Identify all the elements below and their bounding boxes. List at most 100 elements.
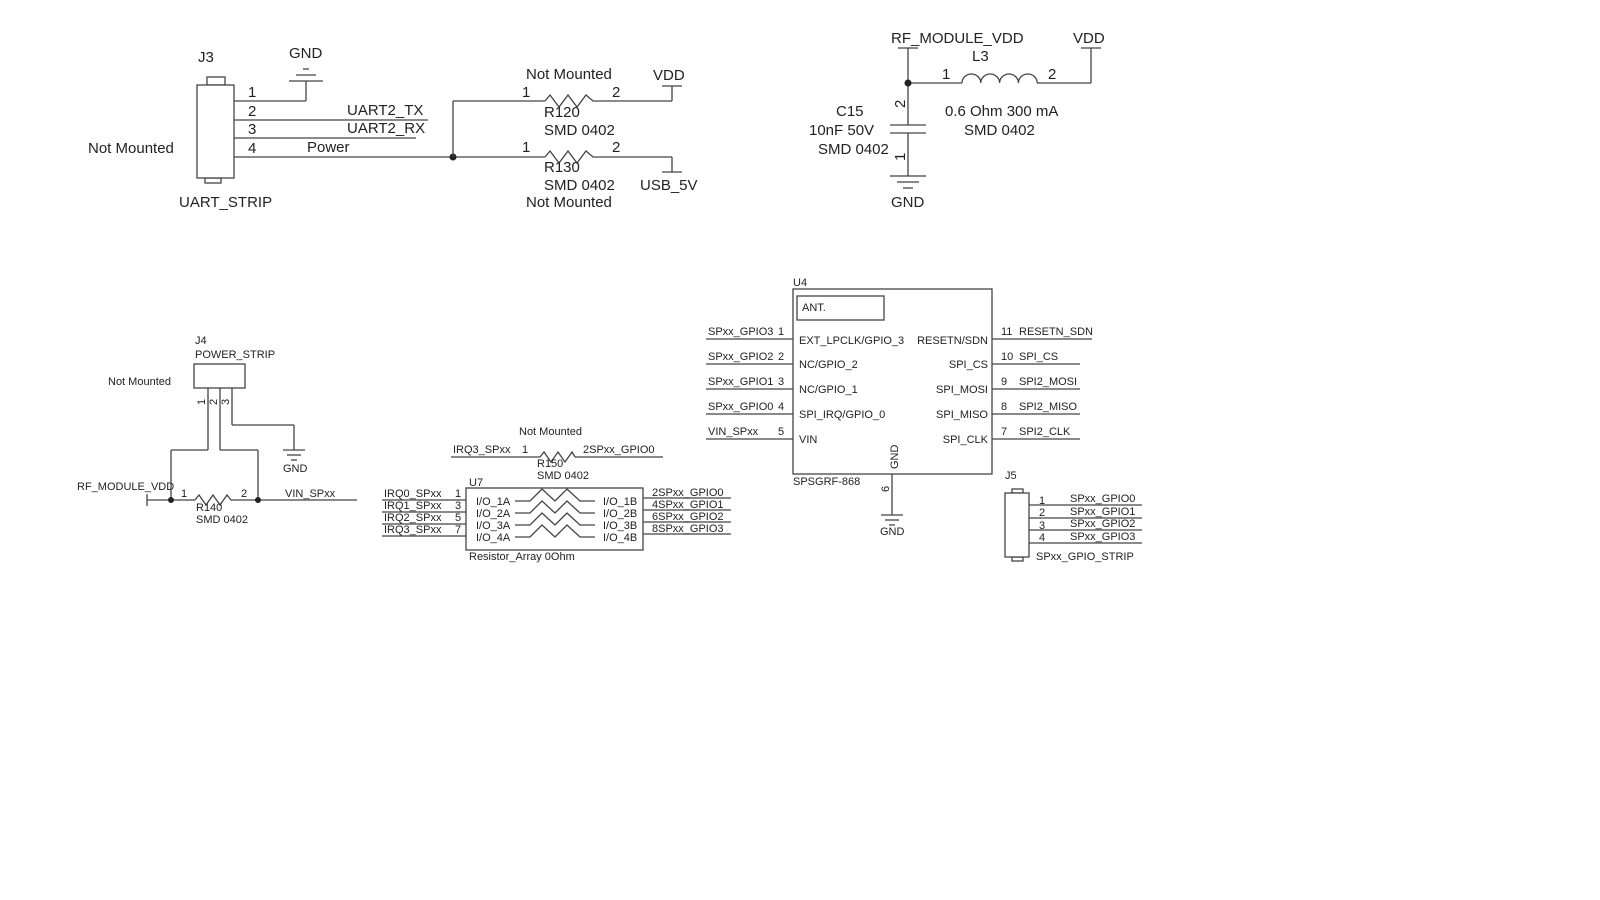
usb-5v-label: USB_5V <box>640 177 698 194</box>
connector-j5[interactable]: J5 1 2 3 4 SPxx_GPIO0 SPxx_GPIO1 SPxx_GP… <box>1004 470 1142 563</box>
j3-ref: J3 <box>198 49 214 66</box>
ground-symbol <box>890 175 926 189</box>
pin-number: 9 <box>1001 376 1007 388</box>
net-label: 6SPxx_GPIO2 <box>652 511 724 523</box>
pin-number: 3 <box>778 376 784 388</box>
c15-value: 10nF 50V <box>809 122 874 139</box>
j3-name: UART_STRIP <box>179 194 272 211</box>
r130-note: Not Mounted <box>526 194 612 211</box>
u7-ref: U7 <box>469 477 483 489</box>
j4-body <box>193 363 246 389</box>
net-label: 2SPxx_GPIO0 <box>583 444 655 456</box>
net-label: 4SPxx_GPIO1 <box>652 499 724 511</box>
antenna-box <box>796 295 885 321</box>
pin-label: I/O_2A <box>476 508 511 520</box>
r130-package: SMD 0402 <box>544 177 615 194</box>
pin-label: NC/GPIO_2 <box>799 359 858 371</box>
net-label: SPxx_GPIO3 <box>1070 531 1135 543</box>
rf-module-vdd-label: RF_MODULE_VDD <box>891 30 1024 47</box>
pin-number: 1 <box>942 66 950 83</box>
resistor-array-u7[interactable]: U7 IRQ0_SPxx IRQ1_SPxx IRQ2_SPxx IRQ3_SP… <box>382 477 731 563</box>
net-label: SPxx_GPIO0 <box>708 401 773 413</box>
pin-number: 8 <box>1001 401 1007 413</box>
ground-symbol <box>289 68 323 101</box>
pin-number: 3 <box>220 399 232 405</box>
resistor-r130[interactable]: 1 2 R130 SMD 0402 USB_5V Not Mounted <box>522 139 698 211</box>
pin-number: 2 <box>612 139 620 156</box>
pin-number: 1 <box>522 84 530 101</box>
pin-label: I/O_4A <box>476 532 511 544</box>
pin-label: GND <box>889 445 901 470</box>
capacitor-c15[interactable]: C15 10nF 50V SMD 0402 2 1 GND <box>809 100 926 211</box>
net-label: SPI2_MOSI <box>1019 376 1077 388</box>
net-label: SPxx_GPIO1 <box>708 376 773 388</box>
pin-number: 2 <box>208 399 220 405</box>
pin-number: 1 <box>522 139 530 156</box>
r140-package: SMD 0402 <box>196 514 248 526</box>
r140-ref: R140 <box>196 502 222 514</box>
j5-name: SPxx_GPIO_STRIP <box>1036 551 1134 563</box>
pin-number: 6 <box>880 486 892 492</box>
pin-number: 2 <box>1048 66 1056 83</box>
resistor-r120[interactable]: Not Mounted VDD 1 2 R120 SMD 0402 <box>453 66 685 139</box>
pin-number: 2 <box>892 100 909 108</box>
r120-note: Not Mounted <box>526 66 612 83</box>
pin-label: I/O_2B <box>603 508 637 520</box>
vin-spxx-label: VIN_SPxx <box>285 488 336 500</box>
resistor-r140[interactable]: RF_MODULE_VDD 1 2 R140 SMD 0402 VIN_SPxx <box>77 481 357 526</box>
junction-dot <box>904 79 912 87</box>
pin-number: 3 <box>455 500 461 512</box>
net-label: SPxx_GPIO2 <box>1070 518 1135 530</box>
pin-number: 1 <box>181 488 187 500</box>
ground-symbol <box>283 449 305 461</box>
j4-ref: J4 <box>195 335 207 347</box>
net-label: SPI2_MISO <box>1019 401 1078 413</box>
pin-number: 1 <box>455 488 461 500</box>
pin-label: I/O_1A <box>476 496 511 508</box>
net-label: IRQ3_SPxx <box>453 444 511 456</box>
pin-number: 1 <box>522 444 528 456</box>
rf-module-u4[interactable]: U4 ANT. SPxx_GPIO3 SPxx_GPIO2 SPxx_GPIO1… <box>706 277 1093 538</box>
pin-number: 1 <box>892 153 909 161</box>
net-label: 8SPxx_GPIO3 <box>652 523 724 535</box>
j3-body <box>196 84 235 179</box>
pin-number: 4 <box>248 140 256 157</box>
net-label: 2SPxx_GPIO0 <box>652 487 724 499</box>
j3-note: Not Mounted <box>88 140 174 157</box>
u7-body <box>465 487 644 551</box>
u7-name: Resistor_Array 0Ohm <box>469 551 575 563</box>
pin-label: I/O_1B <box>603 496 637 508</box>
j4-note: Not Mounted <box>108 376 171 388</box>
junction-dot <box>168 497 174 503</box>
gnd-label: GND <box>283 463 308 475</box>
antenna-label: ANT. <box>802 302 826 314</box>
pin-number: 3 <box>248 121 256 138</box>
pin-number: 2 <box>248 103 256 120</box>
pin-label: I/O_3A <box>476 520 511 532</box>
pin-number: 4 <box>778 401 784 413</box>
net-label: Power <box>307 139 350 156</box>
net-label: SPxx_GPIO3 <box>708 326 773 338</box>
inductor-l3[interactable]: RF_MODULE_VDD VDD L3 1 2 0.6 Ohm 300 mA … <box>891 30 1105 139</box>
pin-number: 7 <box>455 524 461 536</box>
r130-ref: R130 <box>544 159 580 176</box>
vdd-label: VDD <box>653 67 685 84</box>
gnd-label: GND <box>891 194 925 211</box>
net-label: SPI2_CLK <box>1019 426 1071 438</box>
pin-number: 1 <box>1039 495 1045 507</box>
pin-number: 1 <box>248 84 256 101</box>
j5-body <box>1004 492 1030 558</box>
pin-label: SPI_CLK <box>943 434 989 446</box>
pin-label: I/O_3B <box>603 520 637 532</box>
net-label: IRQ1_SPxx <box>384 500 442 512</box>
net-label: SPxx_GPIO2 <box>708 351 773 363</box>
j4-name: POWER_STRIP <box>195 349 275 361</box>
l3-ref: L3 <box>972 48 989 65</box>
r150-package: SMD 0402 <box>537 470 589 482</box>
net-label: SPxx_GPIO1 <box>1070 506 1135 518</box>
connector-j4[interactable]: J4 POWER_STRIP Not Mounted 1 2 3 GND <box>108 335 308 500</box>
u4-ref: U4 <box>793 277 807 289</box>
resistor-r150[interactable]: Not Mounted IRQ3_SPxx 1 2SPxx_GPIO0 R150… <box>451 426 663 482</box>
connector-j3[interactable]: J3 GND 1 2 3 4 UART2_TX UART2_RX Power N… <box>88 45 545 211</box>
